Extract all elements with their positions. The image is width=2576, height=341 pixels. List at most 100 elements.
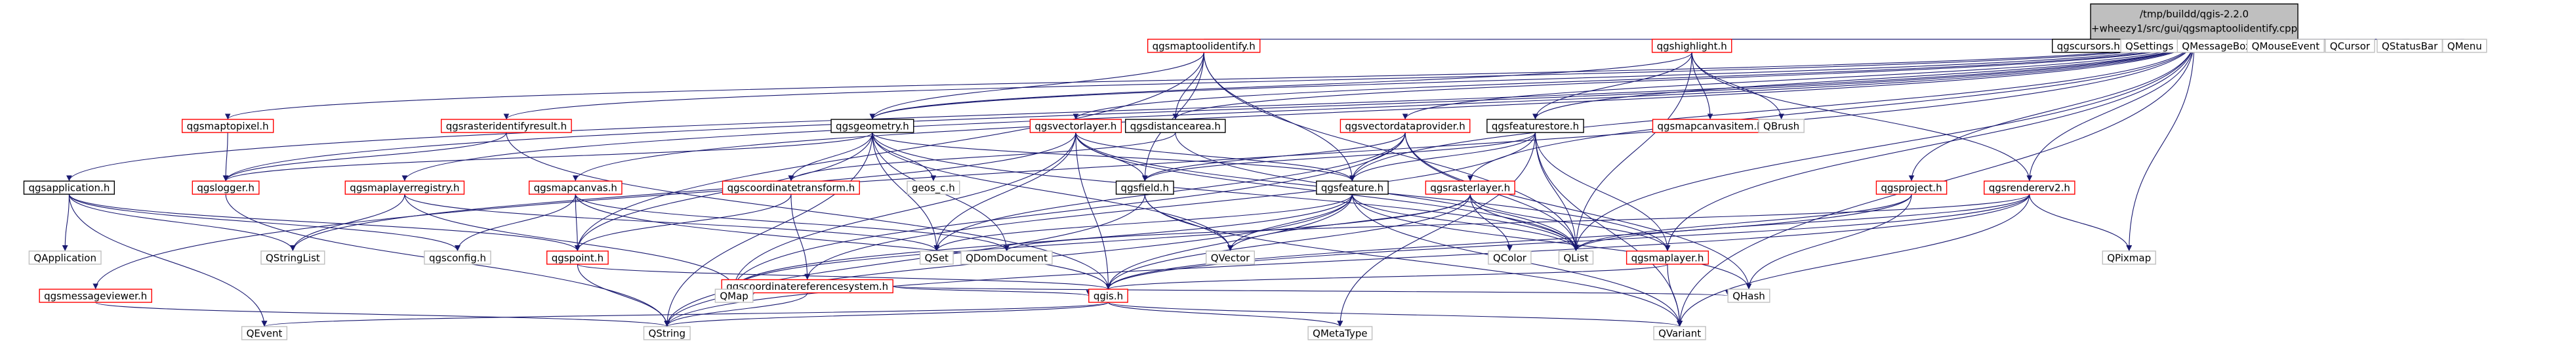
node-QHash[interactable]: QHash [1727, 289, 1770, 303]
node-box [241, 326, 288, 340]
node-geos-c-h[interactable]: geos_c.h [907, 180, 960, 195]
node-qgsmaplayerregistry-h[interactable]: qgsmaplayerregistry.h [344, 180, 465, 195]
edge-qgshighlight-h-to-qgsgeometry-h [869, 52, 1692, 120]
edge-qgsmaptopixel-h-to-qgslogger-h [222, 132, 229, 182]
edge-qgsrendererv2-h-to-QString [664, 194, 2030, 327]
node-box [1316, 180, 1389, 195]
node-label: QCursor [2330, 40, 2371, 52]
node-qgsrasterlayer-h[interactable]: qgsrasterlayer.h [1425, 180, 1515, 195]
node-QMenu[interactable]: QMenu [2442, 39, 2487, 53]
node-qgscoordinatereferencesystem-h[interactable]: qgscoordinatereferencesystem.h [721, 279, 893, 294]
node-qgscursors-h[interactable]: qgscursors.h [2051, 39, 2125, 53]
root-file-node[interactable]: /tmp/buildd/qgis-2.2.0 +wheezy1/src/gui/… [2090, 3, 2299, 40]
node-QVector[interactable]: QVector [1205, 251, 1256, 265]
node-qgsmaptopixel-h[interactable]: qgsmaptopixel.h [181, 119, 274, 133]
edge-qgsapplication-h-to-qgspoint-h [68, 193, 581, 252]
edge-qgsfield-h-to-QString [664, 194, 1145, 327]
node-box [1088, 289, 1128, 303]
node-qgsmaptoolidentify-h[interactable]: qgsmaptoolidentify.h [1147, 39, 1261, 53]
edge-root-to-qgsvectorlayer-h [1073, 39, 2195, 120]
node-qgsrendererv2-h[interactable]: qgsrendererv2.h [1984, 180, 2075, 195]
edge-qgsapplication-h-to-QEvent [68, 194, 268, 327]
node-qgsrasteridentifyresult-h[interactable]: qgsrasteridentifyresult.h [441, 119, 572, 133]
node-qgsdistancearea-h[interactable]: qgsdistancearea.h [1125, 119, 1226, 133]
edge-qgsvectorlayer-h-to-QStringList [290, 132, 1076, 251]
node-QStatusBar[interactable]: QStatusBar [2377, 39, 2443, 53]
node-label: qgsvectorlayer.h [1034, 121, 1116, 132]
edge-qgsapplication-h-to-QStringList [68, 194, 296, 251]
edge-qgsfeature-h-to-QVector [1227, 194, 1353, 251]
node-qgshighlight-h[interactable]: qgshighlight.h [1651, 39, 1732, 53]
node-qgsvectorlayer-h[interactable]: qgsvectorlayer.h [1029, 119, 1122, 133]
node-QBrush[interactable]: QBrush [1758, 119, 1805, 133]
edge-qgsmaptoolidentify-h-to-qgsdistancearea-h [1172, 52, 1204, 120]
edge-qgscoordinatetransform-h-to-qgscoordinatereferencesystem-h [790, 194, 811, 280]
node-label: QMetaType [1313, 328, 1368, 340]
node-QStringList[interactable]: QStringList [260, 251, 325, 265]
node-qgsmapcanvasitem-h[interactable]: qgsmapcanvasitem.h [1652, 119, 1768, 133]
edge-qgsfeature-h-to-QList [1351, 194, 1579, 251]
node-label: QString [649, 328, 686, 340]
node-QSettings[interactable]: QSettings [2120, 39, 2179, 53]
node-box [2102, 251, 2156, 265]
node-qgis-h[interactable]: qgis.h [1088, 289, 1128, 303]
node-qgspoint-h[interactable]: qgspoint.h [546, 251, 609, 265]
node-box [344, 180, 465, 195]
node-QMouseEvent[interactable]: QMouseEvent [2246, 39, 2325, 53]
node-QDomDocument[interactable]: QDomDocument [960, 251, 1053, 265]
edge-qgsmapcanvas-h-to-qgis-h [575, 194, 1111, 290]
node-box [528, 180, 623, 195]
edge-qgsmapcanvas-h-to-qgsconfig-h [455, 194, 576, 251]
edge-qgsvectorlayer-h-to-qgsfeature-h [1075, 132, 1355, 182]
node-QMessageBox[interactable]: QMessageBox [2177, 39, 2257, 53]
node-qgsconfig-h[interactable]: qgsconfig.h [424, 251, 491, 265]
node-box [1486, 119, 1584, 133]
node-box [960, 251, 1053, 265]
node-label: QMap [720, 291, 748, 302]
edge-qgsfeaturestore-h-to-qgsfeature-h [1349, 132, 1536, 182]
edge-qgsvectorlayer-h-to-qgis-h [1075, 132, 1111, 290]
node-qgsfeaturestore-h[interactable]: qgsfeaturestore.h [1486, 119, 1584, 133]
node-label: QSet [925, 252, 949, 264]
node-QCursor[interactable]: QCursor [2325, 39, 2375, 53]
node-QMap[interactable]: QMap [714, 289, 754, 303]
node-box [1339, 119, 1471, 133]
node-QEvent[interactable]: QEvent [241, 326, 288, 340]
node-qgsvectordataprovider-h[interactable]: qgsvectordataprovider.h [1339, 119, 1471, 133]
edge-qgsmapcanvas-h-to-QDomDocument [575, 194, 1010, 251]
edge-qgsvectordataprovider-h-to-QMap [731, 132, 1406, 290]
node-QColor[interactable]: QColor [1488, 251, 1532, 265]
edge-qgis-h-to-QEvent [262, 302, 1109, 327]
node-box [1625, 251, 1709, 265]
node-QPixmap[interactable]: QPixmap [2102, 251, 2156, 265]
node-qgsapplication-h[interactable]: qgsapplication.h [23, 180, 115, 195]
node-box [28, 251, 102, 265]
node-label: qgsrasteridentifyresult.h [446, 121, 567, 132]
node-QMetaType[interactable]: QMetaType [1307, 326, 1373, 340]
node-qgsmapcanvas-h[interactable]: qgsmapcanvas.h [528, 180, 623, 195]
node-qgsfield-h[interactable]: qgsfield.h [1115, 180, 1174, 195]
edge-qgsmapcanvas-h-to-qgspoint-h [574, 194, 581, 251]
node-qgsgeometry-h[interactable]: qgsgeometry.h [830, 119, 914, 133]
node-QSet[interactable]: QSet [919, 251, 954, 265]
node-qgscoordinatetransform-h[interactable]: qgscoordinatetransform.h [722, 180, 860, 195]
node-box [907, 180, 960, 195]
node-qgsfeature-h[interactable]: qgsfeature.h [1316, 180, 1389, 195]
node-qgslogger-h[interactable]: qgslogger.h [192, 180, 260, 195]
edge-qgsdistancearea-h-to-qgscoordinatetransform-h [788, 132, 1176, 182]
edge-qgsfeature-h-to-QHash [1351, 194, 1752, 290]
node-qgsmessageviewer-h[interactable]: qgsmessageviewer.h [39, 289, 152, 303]
node-qgsproject-h[interactable]: qgsproject.h [1875, 180, 1948, 195]
edge-qgsrasterlayer-h-to-qgis-h [1105, 194, 1471, 290]
edge-qgsfield-h-to-QVector [1144, 194, 1233, 251]
node-QString[interactable]: QString [643, 326, 691, 340]
node-qgsmaplayer-h[interactable]: qgsmaplayer.h [1625, 251, 1709, 265]
node-box [1425, 180, 1515, 195]
node-QApplication[interactable]: QApplication [28, 251, 102, 265]
edge-qgsmaptoolidentify-h-to-qgsgeometry-h [869, 52, 1204, 120]
node-QVariant[interactable]: QVariant [1653, 326, 1706, 340]
node-QList[interactable]: QList [1558, 251, 1594, 265]
node-box [714, 289, 754, 303]
edge-root-to-qgsdistancearea-h [1172, 39, 2195, 120]
edge-root-to-qgsmessageviewer-h [92, 39, 2195, 290]
